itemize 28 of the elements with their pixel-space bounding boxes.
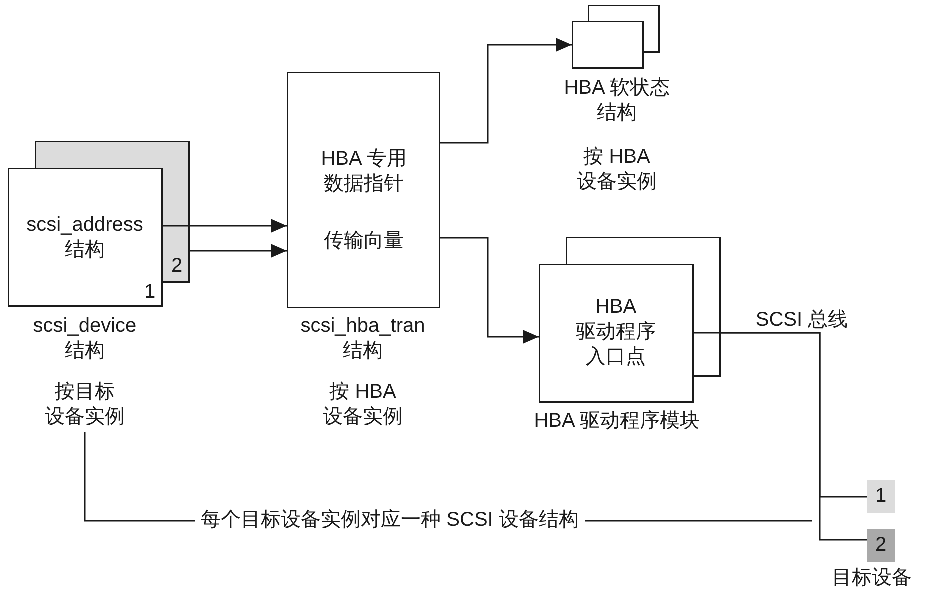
box-text: 2 <box>875 533 887 558</box>
box-text: scsi_address 结构 <box>26 213 144 263</box>
stacked-box <box>572 5 660 69</box>
structure-box <box>287 72 440 308</box>
box-text: HBA 驱动程序入口点 <box>576 295 656 370</box>
arrow <box>190 219 287 233</box>
stacked-box <box>8 141 190 307</box>
connector-line <box>721 332 867 541</box>
box-text: 1 <box>144 280 156 305</box>
caption-text: scsi_hba_tran 结构 <box>300 314 426 364</box>
caption-text: HBA 驱动程序模块 <box>534 409 700 434</box>
device-box <box>867 529 895 562</box>
box-text: 2 <box>171 254 183 279</box>
box-text: 传输向量 <box>324 229 404 254</box>
box-text: HBA 专用数据指针 <box>321 147 407 197</box>
arrow <box>190 244 287 258</box>
device-box <box>867 480 895 513</box>
text-label: 按目标设备实例 <box>45 380 125 430</box>
caption-text: 目标设备 <box>832 566 912 590</box>
caption-text: HBA 软状态结构 <box>564 76 670 126</box>
arrow <box>440 237 539 344</box>
caption-text: 按 HBA 设备实例 <box>323 380 403 430</box>
bus-label: SCSI 总线 <box>756 308 848 333</box>
arrow <box>440 38 572 144</box>
caption-text: scsi_device 结构 <box>33 314 137 364</box>
caption-text: 按 HBA 设备实例 <box>577 145 657 195</box>
stacked-box <box>539 237 721 403</box>
box-text: 1 <box>875 484 887 509</box>
